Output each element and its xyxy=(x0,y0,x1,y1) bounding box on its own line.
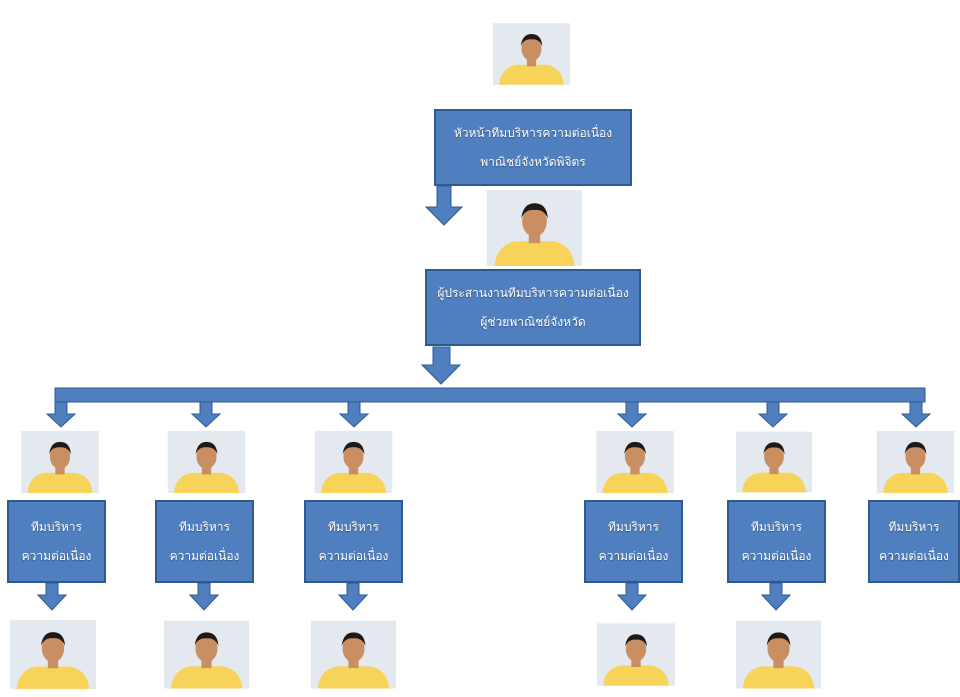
team-2-line1: ทีมบริหาร xyxy=(179,520,230,535)
person-photo-icon xyxy=(493,4,570,104)
down-arrow-icon xyxy=(616,582,648,611)
person-photo-icon xyxy=(736,431,812,493)
person-photo-icon xyxy=(164,431,249,493)
team-3-member-photo xyxy=(311,612,396,697)
team-6-line1: ทีมบริหาร xyxy=(888,520,940,535)
team-4-line1: ทีมบริหาร xyxy=(608,520,659,535)
person-photo-icon xyxy=(597,612,675,697)
team-1-line2: ความต่อเนื่อง xyxy=(21,548,92,563)
down-arrow-icon xyxy=(900,401,932,428)
person-photo-icon xyxy=(312,431,395,493)
team-5-box: ทีมบริหาร ความต่อเนื่อง xyxy=(727,500,826,583)
down-arrow-icon xyxy=(616,401,648,428)
down-arrow-icon xyxy=(424,185,464,226)
person-photo-icon xyxy=(594,431,676,493)
team-2-box: ทีมบริหาร ความต่อเนื่อง xyxy=(155,500,254,583)
team-2-leader-photo xyxy=(164,431,249,493)
team-3-box: ทีมบริหาร ความต่อเนื่อง xyxy=(304,500,403,583)
down-arrow-icon xyxy=(188,582,220,611)
down-arrow-icon xyxy=(760,582,792,611)
down-arrow-icon xyxy=(420,346,462,385)
team-4-line2: ความต่อเนื่อง xyxy=(598,548,669,563)
horizontal-connector-bar xyxy=(54,387,926,403)
team-5-line1: ทีมบริหาร xyxy=(751,520,802,535)
down-arrow-icon xyxy=(45,401,77,428)
team-6-leader-photo xyxy=(876,431,955,493)
team-2-line2: ความต่อเนื่อง xyxy=(169,548,240,563)
team-6-line2: ความต่อเนื่อง xyxy=(879,548,949,563)
team-1-member-photo xyxy=(10,612,96,697)
team-1-box: ทีมบริหาร ความต่อเนื่อง xyxy=(7,500,106,583)
team-5-leader-photo xyxy=(736,431,812,493)
coordinator-box: ผู้ประสานงานทีมบริหารความต่อเนื่อง ผู้ช่… xyxy=(425,269,641,346)
top-leader-title-line1: หัวหน้าทีมบริหารความต่อเนื่อง xyxy=(453,126,613,141)
coordinator-title-line2: ผู้ช่วยพาณิชย์จังหวัด xyxy=(480,314,586,329)
team-4-leader-photo xyxy=(594,431,676,493)
person-photo-icon xyxy=(484,190,585,266)
person-photo-icon xyxy=(876,431,955,493)
team-3-leader-photo xyxy=(312,431,395,493)
team-1-leader-photo xyxy=(19,431,101,493)
team-4-box: ทีมบริหาร ความต่อเนื่อง xyxy=(584,500,683,583)
down-arrow-icon xyxy=(190,401,222,428)
coordinator-title-line1: ผู้ประสานงานทีมบริหารความต่อเนื่อง xyxy=(437,286,629,301)
top-leader-photo xyxy=(493,4,570,104)
person-photo-icon xyxy=(19,431,101,493)
team-4-member-photo xyxy=(597,612,675,697)
person-photo-icon xyxy=(736,612,821,697)
person-photo-icon xyxy=(10,612,96,697)
person-photo-icon xyxy=(164,612,249,697)
top-leader-box: หัวหน้าทีมบริหารความต่อเนื่อง พาณิชย์จัง… xyxy=(434,109,632,186)
person-photo-icon xyxy=(311,612,396,697)
down-arrow-icon xyxy=(757,401,789,428)
team-2-member-photo xyxy=(164,612,249,697)
team-3-line2: ความต่อเนื่อง xyxy=(318,548,389,563)
top-leader-title-line2: พาณิชย์จังหวัดพิจิตร xyxy=(480,154,586,169)
down-arrow-icon xyxy=(36,582,68,611)
down-arrow-icon xyxy=(338,401,370,428)
team-5-member-photo xyxy=(736,612,821,697)
down-arrow-icon xyxy=(337,582,369,611)
coordinator-photo xyxy=(484,190,585,266)
team-6-box: ทีมบริหาร ความต่อเนื่อง xyxy=(868,500,960,583)
team-1-line1: ทีมบริหาร xyxy=(31,520,82,535)
team-5-line2: ความต่อเนื่อง xyxy=(741,548,812,563)
team-3-line1: ทีมบริหาร xyxy=(328,520,379,535)
